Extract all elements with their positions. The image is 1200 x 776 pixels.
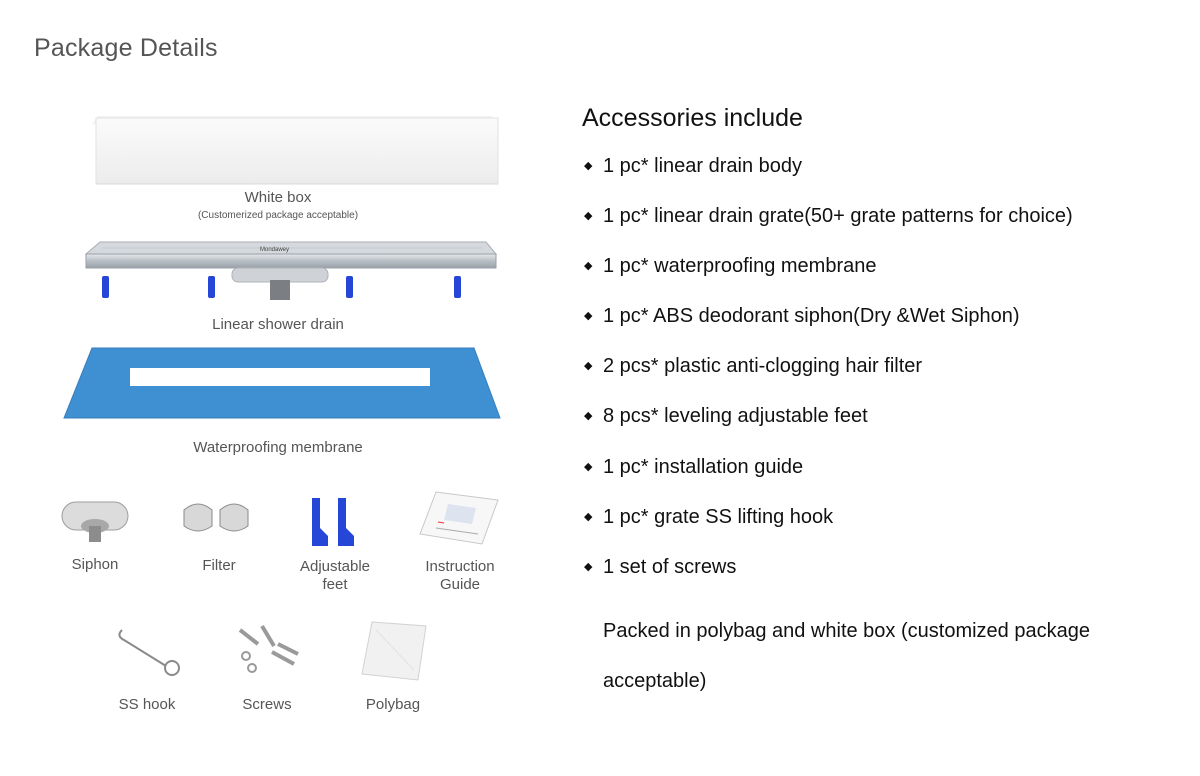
drain-brand-text: Mondawey bbox=[260, 247, 289, 253]
siphon-image bbox=[61, 501, 129, 542]
list-item: ◆1 pc* linear drain grate(50+ grate patt… bbox=[584, 205, 1073, 228]
instruction-guide-caption: Instruction Guide bbox=[425, 558, 495, 593]
packaging-note: Packed in polybag and white box (customi… bbox=[603, 620, 1090, 692]
bullet-icon: ◆ bbox=[584, 460, 593, 473]
adjustable-feet-image bbox=[312, 498, 354, 546]
adjustable-feet-group bbox=[102, 276, 461, 298]
bullet-icon: ◆ bbox=[584, 560, 593, 573]
polybag-caption: Polybag bbox=[365, 696, 421, 713]
bullet-icon: ◆ bbox=[584, 410, 593, 423]
ss-hook-caption: SS hook bbox=[118, 696, 176, 713]
polybag-image bbox=[361, 621, 427, 681]
bullet-icon: ◆ bbox=[584, 210, 593, 223]
list-item: ◆1 pc* ABS deodorant siphon(Dry &Wet Sip… bbox=[584, 305, 1020, 328]
bullet-icon: ◆ bbox=[584, 310, 593, 323]
membrane-caption: Waterproofing membrane bbox=[193, 439, 363, 456]
list-item: ◆1 pc* linear drain body bbox=[584, 155, 803, 177]
accessories-list: ◆1 pc* linear drain body ◆1 pc* linear d… bbox=[584, 154, 1184, 605]
drain-caption: Linear shower drain bbox=[212, 316, 344, 333]
instruction-guide-image bbox=[419, 491, 499, 545]
linear-drain-image: Mondawey bbox=[84, 241, 498, 300]
list-item: ◆8 pcs* leveling adjustable feet bbox=[584, 405, 868, 428]
white-box-subcaption: (Customerized package acceptable) bbox=[197, 210, 359, 221]
list-item: ◆1 pc* waterproofing membrane bbox=[584, 255, 877, 278]
list-item: ◆1 pc* installation guide bbox=[584, 455, 804, 478]
siphon-caption: Siphon bbox=[71, 556, 119, 573]
bullet-icon: ◆ bbox=[584, 260, 593, 273]
accessories-heading: Accessories include bbox=[582, 104, 803, 132]
screws-caption: Screws bbox=[242, 696, 292, 713]
page-title: Package Details bbox=[34, 34, 218, 62]
screws-image bbox=[238, 624, 299, 673]
list-item: ◆1 pc* grate SS lifting hook bbox=[584, 505, 834, 528]
bullet-icon: ◆ bbox=[584, 360, 593, 373]
ss-hook-image bbox=[118, 629, 180, 676]
list-item: ◆1 set of screws bbox=[584, 555, 737, 578]
bullet-icon: ◆ bbox=[584, 510, 593, 523]
list-item: ◆2 pcs* plastic anti-clogging hair filte… bbox=[584, 355, 923, 378]
adjustable-feet-caption: Adjustable feet bbox=[299, 558, 371, 593]
white-box-image bbox=[92, 116, 499, 185]
white-box-caption: White box (Customerized package acceptab… bbox=[130, 189, 426, 225]
filter-caption: Filter bbox=[202, 557, 236, 574]
filter-image bbox=[183, 503, 249, 532]
membrane-image bbox=[63, 347, 501, 419]
bullet-icon: ◆ bbox=[584, 160, 593, 172]
